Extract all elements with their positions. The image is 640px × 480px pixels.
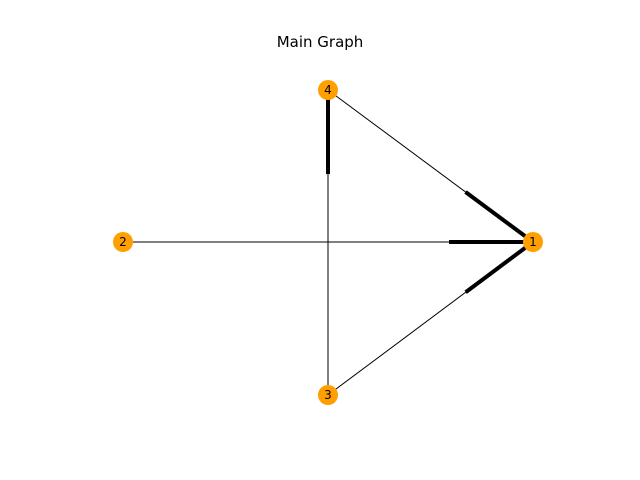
node-2: 2 [113, 232, 133, 252]
node-1: 1 [523, 232, 543, 252]
edges-layer [123, 89, 534, 396]
node-3: 3 [318, 385, 338, 405]
node-circle-3 [318, 385, 338, 405]
nodes-layer: 1 2 3 4 [113, 80, 543, 405]
edge-arrowhead-4-1 [464, 190, 527, 239]
node-circle-2 [113, 232, 133, 252]
node-circle-4 [318, 80, 338, 100]
node-circle-1 [523, 232, 543, 252]
graph-title: Main Graph [276, 33, 364, 51]
edge-arrowhead-3-1 [464, 245, 527, 294]
node-4: 4 [318, 80, 338, 100]
node-label-1: 1 [529, 235, 537, 249]
node-label-3: 3 [324, 388, 332, 402]
node-label-2: 2 [119, 235, 127, 249]
node-label-4: 4 [324, 83, 332, 97]
